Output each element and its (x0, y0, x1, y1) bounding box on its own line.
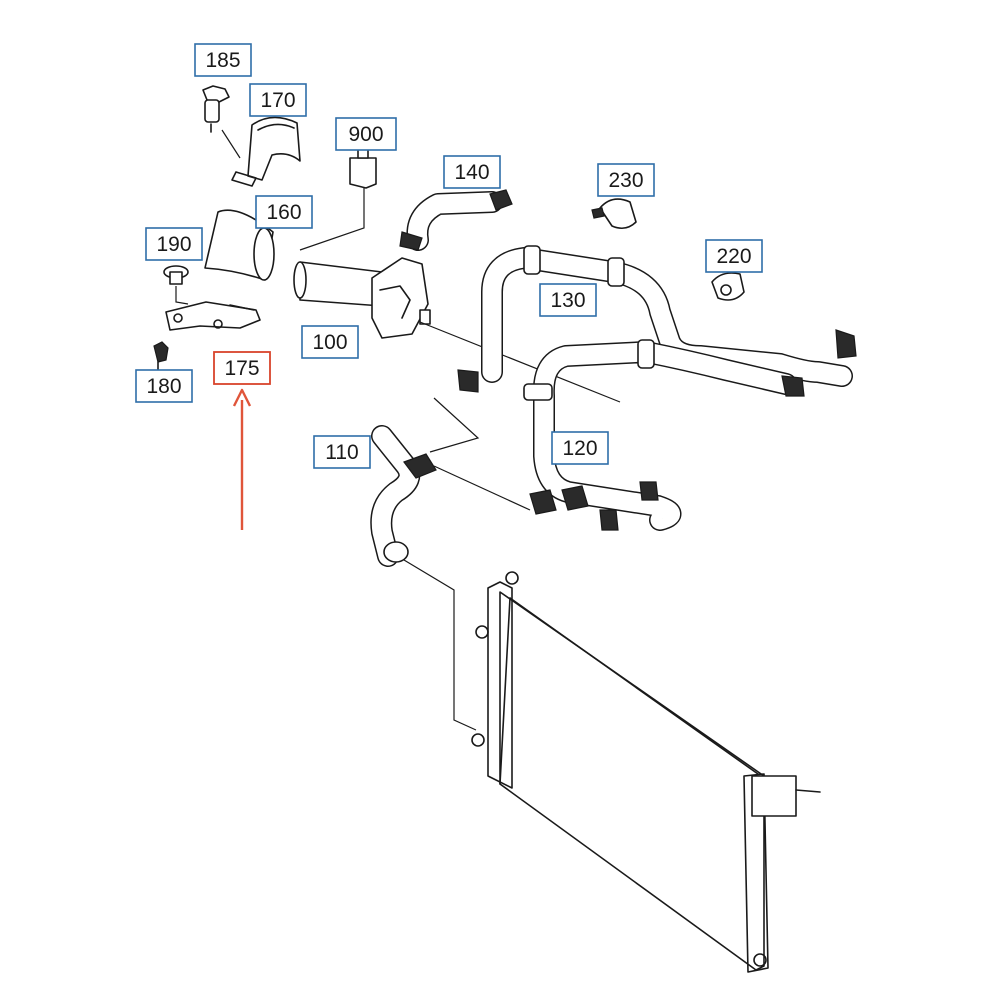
callout-180[interactable]: 180 (135, 369, 193, 403)
callout-185[interactable]: 185 (194, 43, 252, 77)
callout-220-label: 220 (716, 245, 751, 268)
callout-160-label: 160 (266, 201, 301, 224)
part-900-connector (299, 147, 377, 251)
callout-140-label: 140 (454, 161, 489, 184)
part-220-clamp (711, 272, 745, 301)
part-185-bolt (202, 85, 230, 133)
callout-900[interactable]: 900 (335, 117, 397, 151)
callout-110[interactable]: 110 (313, 435, 371, 469)
callout-130-label: 130 (550, 289, 585, 312)
radiator (471, 571, 821, 973)
callout-170-label: 170 (260, 89, 295, 112)
part-120-hose (523, 339, 805, 531)
callout-100-label: 100 (312, 331, 347, 354)
part-130-hose (457, 245, 857, 393)
part-230-clamp (591, 198, 637, 230)
highlight-arrow (232, 388, 252, 530)
callout-120-label: 120 (562, 437, 597, 460)
part-175-bracket (165, 301, 261, 331)
callout-900-label: 900 (348, 123, 383, 146)
callout-130[interactable]: 130 (539, 283, 597, 317)
callout-230[interactable]: 230 (597, 163, 655, 197)
callout-220[interactable]: 220 (705, 239, 763, 273)
callout-230-label: 230 (608, 169, 643, 192)
callout-120[interactable]: 120 (551, 431, 609, 465)
callout-110-label: 110 (325, 441, 358, 464)
part-100-water-pump (293, 257, 621, 403)
callout-100[interactable]: 100 (301, 325, 359, 359)
callout-175-label: 175 (224, 357, 259, 380)
part-180-clip (153, 341, 169, 371)
part-110-hose (370, 397, 531, 731)
part-170-bracket (221, 116, 301, 187)
callout-170[interactable]: 170 (249, 83, 307, 117)
callout-140[interactable]: 140 (443, 155, 501, 189)
callout-190[interactable]: 190 (145, 227, 203, 261)
callout-160[interactable]: 160 (255, 195, 313, 229)
callout-180-label: 180 (146, 375, 181, 398)
part-190-screw (163, 265, 189, 305)
callout-185-label: 185 (205, 49, 240, 72)
part-140-hose (399, 189, 513, 251)
callout-190-label: 190 (156, 233, 191, 256)
callout-175[interactable]: 175 (213, 351, 271, 385)
